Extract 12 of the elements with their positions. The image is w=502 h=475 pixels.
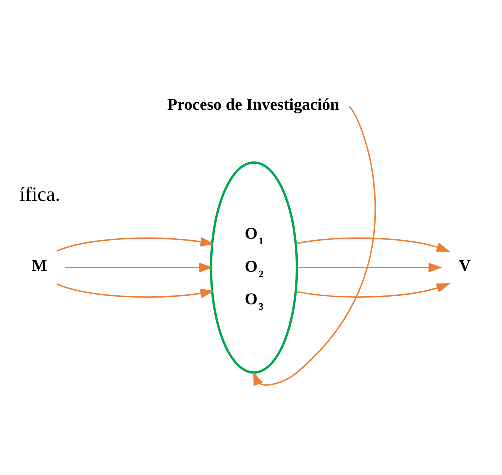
arrow: [253, 106, 376, 386]
arrow: [56, 236, 214, 252]
node-text: M: [32, 255, 48, 274]
arrow: [64, 262, 214, 272]
arrow: [56, 283, 214, 298]
arrow: [297, 262, 442, 272]
node-text: V: [459, 255, 472, 274]
arrow: [296, 283, 450, 298]
node-ellipse: O$_{1}$ O$_{2}$ O$_{3}$: [210, 161, 298, 374]
label: ífica.: [20, 183, 60, 206]
node-text: Proceso de Investigación: [167, 94, 340, 114]
arrow: [296, 237, 450, 252]
